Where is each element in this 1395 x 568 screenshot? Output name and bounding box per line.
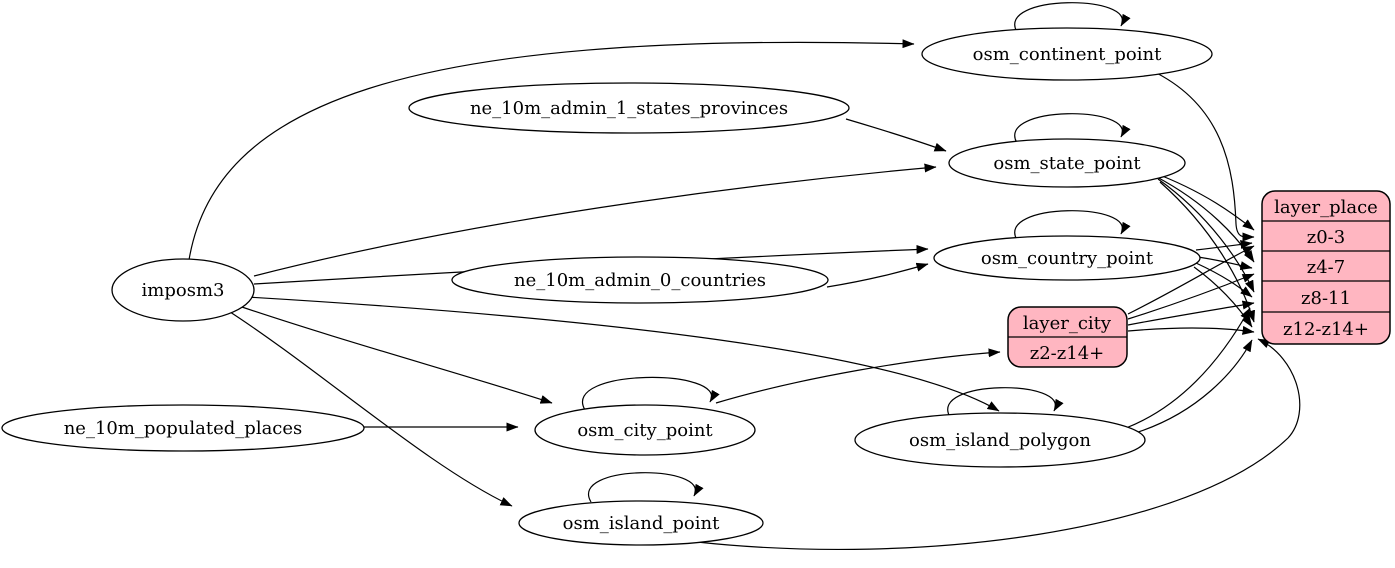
edge-osm-country-point-to-layer-place-z4-7 bbox=[1197, 256, 1253, 270]
edge-self-loop-osm-island-polygon bbox=[947, 387, 1064, 418]
node-layer-place: layer_place z0-3 z4-7 z8-11 z12-z14+ bbox=[1261, 190, 1391, 345]
edge-imposm3-to-osm-island-polygon bbox=[246, 296, 1000, 412]
edge-osm-country-point-to-layer-place-z12-z14 bbox=[1193, 266, 1253, 328]
osm-island-point-label: osm_island_point bbox=[563, 513, 720, 534]
ne-10m-populated-places-label: ne_10m_populated_places bbox=[64, 418, 303, 439]
imposm3-shape bbox=[111, 258, 255, 322]
osm-island-polygon-shape bbox=[854, 412, 1146, 468]
ne-10m-admin-0-shape bbox=[451, 256, 829, 304]
layer-place-title: layer_place bbox=[1274, 197, 1378, 218]
edge-osm-city-point-to-layer-city-z2-z14 bbox=[715, 348, 1001, 404]
ne-10m-admin-1-shape bbox=[408, 82, 850, 134]
edge-imposm3-to-osm-island-point bbox=[226, 309, 513, 507]
node-ne-10m-populated-places: ne_10m_populated_places bbox=[1, 404, 365, 452]
edge-self-loop-osm-city-point bbox=[581, 376, 720, 411]
edge-osm-island-polygon-to-layer-place-z12-z14 bbox=[1131, 339, 1253, 435]
node-layer-city: layer_city z2-z14+ bbox=[1007, 306, 1128, 368]
edge-imposm3-to-osm-continent-point bbox=[188, 39, 915, 261]
edge-self-loop-osm-country-point bbox=[1014, 210, 1131, 241]
edge-layer-city-to-layer-place-z4-7 bbox=[1127, 273, 1255, 320]
node-osm-island-point: osm_island_point bbox=[518, 500, 764, 546]
edge-osm-state-point-to-layer-place-z0-3 bbox=[1151, 171, 1255, 231]
ne-10m-populated-places-shape bbox=[1, 404, 365, 452]
layer-place-row-z12-z14: z12-z14+ bbox=[1283, 319, 1369, 340]
node-osm-state-point: osm_state_point bbox=[948, 138, 1186, 188]
edge-osm-island-point-to-layer-place-z12-z14 bbox=[696, 338, 1301, 550]
edge-layer-city-to-layer-place-z0-3 bbox=[1127, 245, 1255, 315]
node-osm-continent-point: osm_continent_point bbox=[921, 27, 1213, 81]
edge-layer-city-to-layer-place-z8-11 bbox=[1127, 300, 1255, 326]
edge-osm-country-point-to-layer-place-z8-11 bbox=[1195, 262, 1253, 298]
osm-continent-point-label: osm_continent_point bbox=[973, 44, 1162, 65]
edge-osm-island-polygon-to-layer-place-z8-11 bbox=[1125, 307, 1251, 429]
osm-country-point-shape bbox=[933, 235, 1201, 281]
node-ne-10m-admin-1-states-provinces: ne_10m_admin_1_states_provinces bbox=[408, 82, 850, 134]
layer-place-row-z8-11: z8-11 bbox=[1301, 288, 1351, 309]
osm-island-point-shape bbox=[518, 500, 764, 546]
layer-place-row-z4-7: z4-7 bbox=[1307, 257, 1345, 278]
edge-layer-city-to-layer-place-z12-z14 bbox=[1127, 325, 1255, 335]
node-imposm3: imposm3 bbox=[111, 258, 255, 322]
node-osm-city-point: osm_city_point bbox=[534, 404, 756, 456]
edge-osm-continent-point-to-layer-place-z0-3 bbox=[1145, 67, 1255, 242]
osm-state-point-label: osm_state_point bbox=[993, 153, 1141, 174]
ne-10m-admin-1-label: ne_10m_admin_1_states_provinces bbox=[470, 98, 788, 119]
edge-layer bbox=[188, 2, 1301, 550]
node-osm-country-point: osm_country_point bbox=[933, 235, 1201, 281]
edge-ne-10m-admin-1-to-osm-state-point bbox=[845, 118, 947, 152]
edge-self-loop-osm-state-point bbox=[1014, 113, 1131, 144]
osm-city-point-label: osm_city_point bbox=[577, 420, 713, 441]
osm-city-point-shape bbox=[534, 404, 756, 456]
edge-self-loop-osm-continent-point bbox=[1014, 2, 1131, 33]
osm-continent-point-shape bbox=[921, 27, 1213, 81]
node-osm-island-polygon: osm_island_polygon bbox=[854, 412, 1146, 468]
ne-10m-admin-0-label: ne_10m_admin_0_countries bbox=[514, 270, 766, 291]
edge-imposm3-to-osm-state-point bbox=[253, 163, 937, 277]
layer-place-row-z0-3: z0-3 bbox=[1307, 227, 1345, 248]
node-ne-10m-admin-0-countries: ne_10m_admin_0_countries bbox=[451, 256, 829, 304]
imposm3-label: imposm3 bbox=[142, 280, 225, 301]
osm-state-point-shape bbox=[948, 138, 1186, 188]
edge-osm-country-point-to-layer-place-z0-3 bbox=[1195, 239, 1253, 251]
edge-self-loop-osm-island-point bbox=[587, 472, 704, 503]
osm-country-point-label: osm_country_point bbox=[981, 248, 1154, 269]
edge-ne-10m-admin-0-to-osm-country-point bbox=[826, 262, 929, 288]
osm-island-polygon-label: osm_island_polygon bbox=[909, 430, 1091, 451]
layer-city-title: layer_city bbox=[1023, 313, 1112, 334]
layer-city-row-z2-z14: z2-z14+ bbox=[1030, 343, 1105, 364]
layer-place-shape bbox=[1261, 190, 1391, 345]
edge-imposm3-to-osm-city-point bbox=[232, 303, 553, 404]
